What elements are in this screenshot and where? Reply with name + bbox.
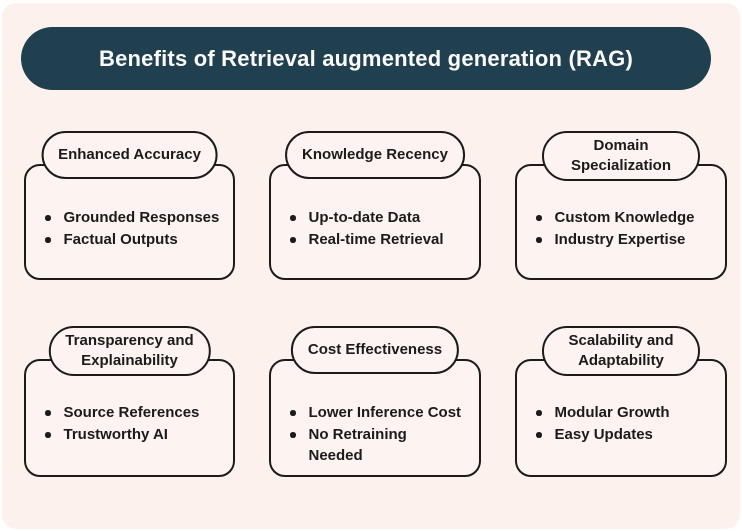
benefit-label: Source References: [63, 404, 200, 421]
card-body: Lower Inference Cost No Retraining Neede…: [269, 359, 481, 477]
bullet-icon: [45, 237, 51, 243]
bullet-icon: [536, 215, 542, 221]
card-enhanced-accuracy: Enhanced Accuracy Grounded Responses Fac…: [24, 131, 235, 280]
benefit-list: Custom Knowledge Industry Expertise: [533, 207, 715, 250]
bullet-icon: [536, 432, 542, 438]
benefit-label: Real-time Retrieval: [308, 231, 444, 248]
list-item: Factual Outputs: [42, 229, 223, 250]
card-body: Up-to-date Data Real-time Retrieval: [269, 164, 481, 280]
benefit-label: Custom Knowledge: [554, 209, 695, 226]
bullet-icon: [290, 215, 296, 221]
list-item: Trustworthy AI: [42, 424, 223, 445]
bullet-icon: [290, 432, 296, 438]
card-body: Modular Growth Easy Updates: [515, 359, 727, 477]
list-item: No Retraining Needed: [287, 424, 469, 466]
card-title-pill: Cost Effectiveness: [290, 326, 460, 374]
benefit-label: Modular Growth: [554, 404, 670, 421]
card-title-pill: Domain Specialization: [542, 131, 700, 181]
card-cost-effectiveness: Cost Effectiveness Lower Inference Cost …: [269, 326, 481, 477]
page-title: Benefits of Retrieval augmented generati…: [98, 45, 633, 71]
card-title: Domain Specialization: [570, 137, 672, 174]
card-title: Enhanced Accuracy: [58, 146, 201, 163]
list-item: Industry Expertise: [533, 229, 715, 250]
card-title-pill: Enhanced Accuracy: [41, 131, 218, 179]
benefit-label: Grounded Responses: [63, 209, 220, 226]
benefit-label: Easy Updates: [554, 426, 653, 443]
bullet-icon: [45, 432, 51, 438]
benefit-list: Up-to-date Data Real-time Retrieval: [287, 207, 469, 250]
card-scalability-adaptability: Scalability and Adaptability Modular Gro…: [515, 326, 727, 477]
infographic-canvas: Benefits of Retrieval augmented generati…: [2, 3, 740, 529]
bullet-icon: [536, 410, 542, 416]
benefit-list: Source References Trustworthy AI: [42, 402, 223, 445]
bullet-icon: [45, 215, 51, 221]
bullet-icon: [290, 237, 296, 243]
benefit-label: Lower Inference Cost: [308, 404, 462, 421]
card-title-pill: Scalability and Adaptability: [542, 326, 700, 376]
card-title: Cost Effectiveness: [307, 341, 443, 358]
card-body: Source References Trustworthy AI: [24, 359, 235, 477]
card-title: Knowledge Recency: [302, 146, 448, 163]
benefit-label: Trustworthy AI: [63, 426, 168, 443]
card-title: Transparency and Explainability: [65, 332, 194, 369]
card-title: Scalability and Adaptability: [568, 332, 674, 369]
bullet-icon: [290, 410, 296, 416]
card-title-pill: Knowledge Recency: [285, 131, 465, 179]
card-body: Custom Knowledge Industry Expertise: [515, 164, 727, 280]
card-body: Grounded Responses Factual Outputs: [24, 164, 235, 280]
benefit-list: Modular Growth Easy Updates: [533, 402, 715, 445]
benefit-label: No Retraining Needed: [308, 426, 407, 464]
list-item: Up-to-date Data: [287, 207, 469, 228]
benefit-list: Lower Inference Cost No Retraining Neede…: [287, 402, 469, 466]
card-title-pill: Transparency and Explainability: [48, 326, 211, 376]
list-item: Source References: [42, 402, 223, 423]
benefit-label: Industry Expertise: [554, 231, 686, 248]
benefit-label: Up-to-date Data: [308, 209, 421, 226]
list-item: Real-time Retrieval: [287, 229, 469, 250]
list-item: Easy Updates: [533, 424, 715, 445]
bullet-icon: [45, 410, 51, 416]
list-item: Lower Inference Cost: [287, 402, 469, 423]
title-banner: Benefits of Retrieval augmented generati…: [21, 27, 711, 90]
bullet-icon: [536, 237, 542, 243]
list-item: Grounded Responses: [42, 207, 223, 228]
list-item: Custom Knowledge: [533, 207, 715, 228]
benefit-label: Factual Outputs: [63, 231, 178, 248]
card-domain-specialization: Domain Specialization Custom Knowledge I…: [515, 131, 727, 280]
card-transparency-explainability: Transparency and Explainability Source R…: [24, 326, 235, 477]
card-knowledge-recency: Knowledge Recency Up-to-date Data Real-t…: [269, 131, 481, 280]
list-item: Modular Growth: [533, 402, 715, 423]
benefit-list: Grounded Responses Factual Outputs: [42, 207, 223, 250]
